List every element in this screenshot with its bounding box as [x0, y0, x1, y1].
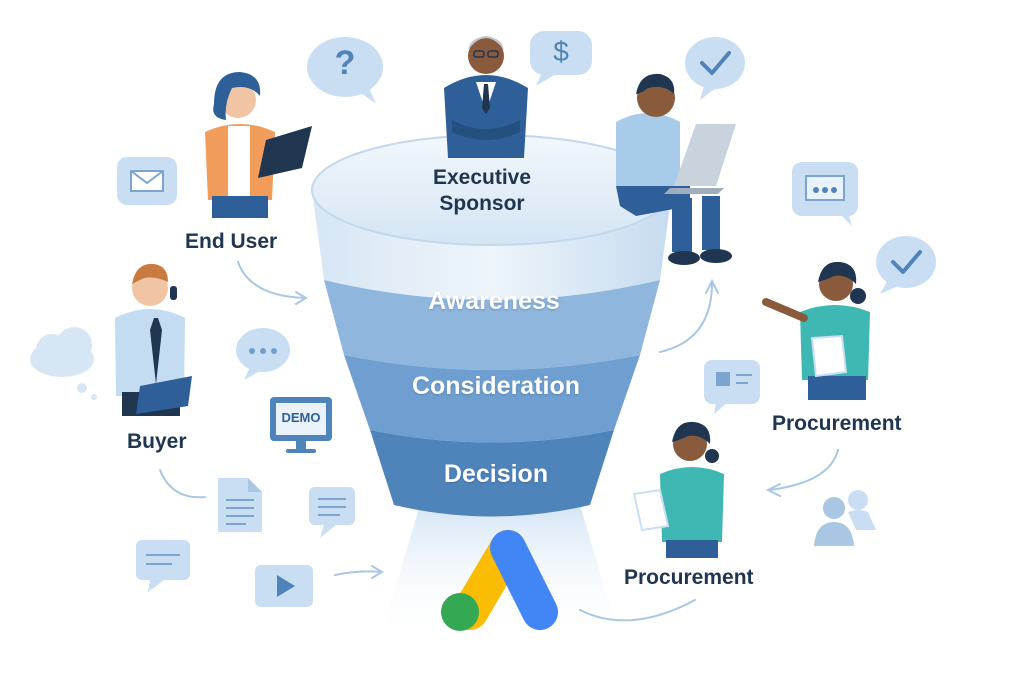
group-chat-bubble-icon [792, 162, 858, 226]
laptop-user-figure [616, 73, 736, 265]
chat-bubble-icon [309, 487, 355, 538]
document-icon [218, 478, 262, 532]
flow-arrows [159, 261, 839, 622]
stage-label-consideration: Consideration [411, 372, 581, 400]
ellipsis-bubble-icon [236, 328, 290, 380]
mail-bubble-icon [117, 157, 177, 205]
video-play-icon [255, 565, 313, 607]
end-user-label: End User [185, 230, 278, 253]
id-card-bubble-icon [704, 360, 760, 414]
demo-monitor-icon [270, 397, 332, 453]
executive-sponsor-label: Executive Sponsor [412, 165, 552, 217]
stage-label-decision: Decision [443, 460, 549, 488]
executive-sponsor-figure [444, 36, 528, 158]
check-bubble-icon-2 [876, 236, 936, 294]
funnel-stage-awareness [324, 280, 660, 370]
question-glyph: ? [334, 44, 356, 82]
google-ads-logo-icon [441, 530, 558, 631]
end-user-figure [205, 72, 312, 218]
check-bubble-icon [685, 37, 745, 100]
executive-sponsor-label-line1: Executive [432, 166, 532, 189]
message-bubble-icon [136, 540, 190, 592]
procurement-right-figure [762, 261, 870, 400]
procurement-bottom-figure [632, 421, 724, 558]
cloud-icon [30, 327, 97, 400]
demo-label: DEMO [281, 410, 321, 425]
procurement-right-label: Procurement [772, 412, 902, 435]
buyer-figure [115, 263, 192, 416]
dollar-bubble-icon [530, 31, 592, 86]
stage-label-awareness: Awareness [428, 287, 560, 315]
dollar-glyph: $ [553, 36, 569, 67]
buyer-label: Buyer [127, 430, 187, 453]
procurement-bottom-label: Procurement [624, 566, 754, 589]
funnel [311, 134, 673, 517]
funnel-stage-consideration [344, 355, 640, 443]
executive-sponsor-label-line2: Sponsor [439, 192, 525, 215]
funnel-stage-decision [370, 430, 614, 517]
question-bubble-icon [307, 37, 383, 104]
people-icon [814, 490, 876, 546]
